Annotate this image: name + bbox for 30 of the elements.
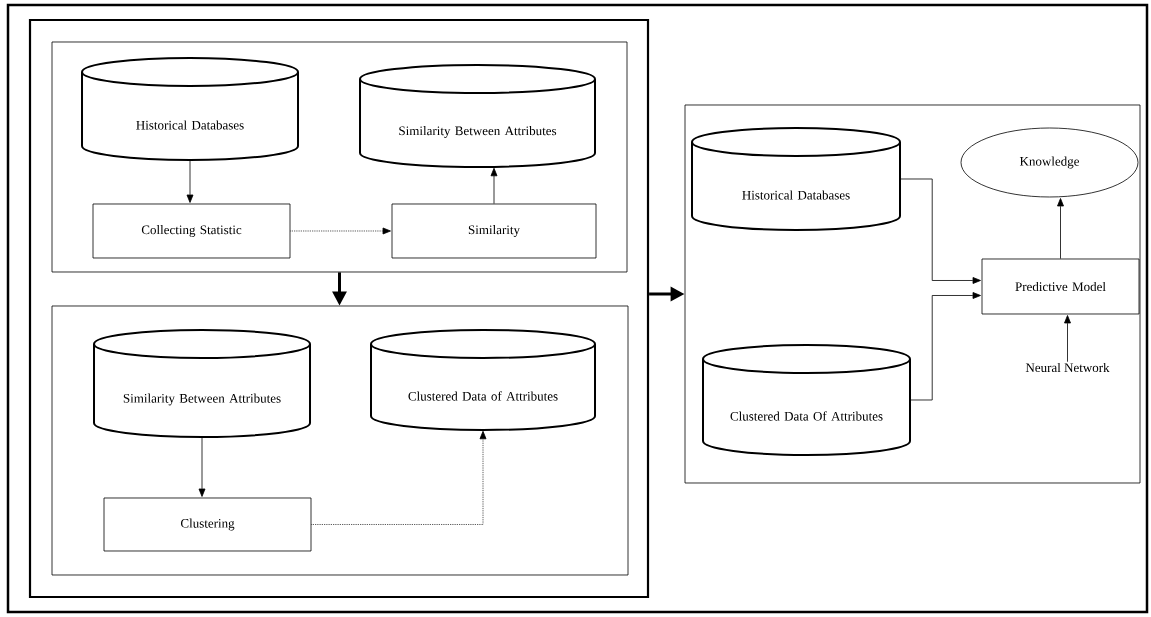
database-cylinder: Clustered Data of Attributes [370,329,596,431]
database-cylinder: Historical Databases [691,127,901,231]
arrow [1064,315,1071,363]
database-cylinder: Historical Databases [81,57,299,161]
node-label: Historical Databases [136,120,244,130]
arrow [490,167,498,204]
database-cylinder: Similarity Between Attributes [93,329,311,438]
process-box: Predictive Model [981,258,1140,315]
database-cylinder: Similarity Between Attributes [359,64,596,168]
panel-box [51,41,628,273]
arrow [290,227,391,235]
node-label: Clustered Data of Attributes [408,391,558,401]
node-label: Historical Databases [742,190,850,200]
node-label: Similarity Between Attributes [123,393,281,406]
arrow [1057,198,1064,259]
node-label: Similarity Between Attributes [399,126,557,138]
arrow [198,436,206,497]
node-label: Clustered Data Of Attributes [730,411,883,421]
panel-box [684,104,1141,484]
panel-box [51,305,629,576]
process-box: Similarity [391,203,597,259]
input-label: Neural Network [1025,362,1110,373]
arrow [909,292,981,401]
process-box: Clustering [103,497,312,552]
process-box: Collecting Statistic [92,203,291,259]
arrow [311,430,487,525]
arrow [899,178,981,284]
database-cylinder: Clustered Data Of Attributes [702,344,911,456]
arrow [186,159,194,203]
panel-box [28,18,650,599]
